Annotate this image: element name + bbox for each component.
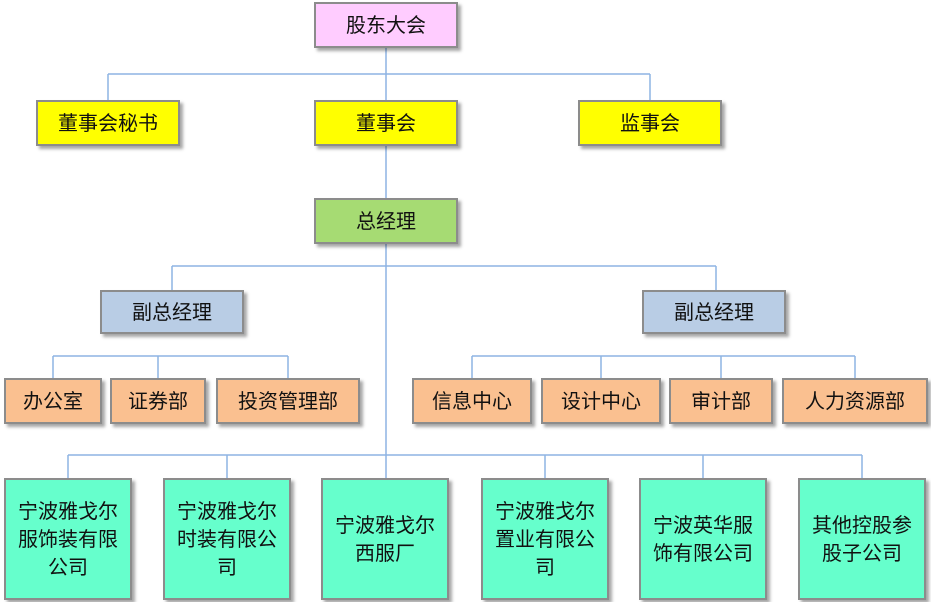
- general-manager-label: 总经理: [356, 209, 416, 233]
- dept-label: 人力资源部: [805, 389, 905, 413]
- board-secretary-box[interactable]: 董事会秘书: [36, 100, 180, 146]
- vice-general-manager-left-box[interactable]: 副总经理: [100, 290, 244, 334]
- general-manager-box[interactable]: 总经理: [314, 198, 458, 244]
- dept-information-center-box[interactable]: 信息中心: [412, 378, 532, 424]
- dept-office-box[interactable]: 办公室: [4, 378, 102, 424]
- dept-label: 设计中心: [561, 389, 641, 413]
- board-of-directors-label: 董事会: [356, 111, 416, 135]
- shareholders-meeting-label: 股东大会: [346, 13, 426, 37]
- dept-human-resources-box[interactable]: 人力资源部: [782, 378, 928, 424]
- dept-investment-management-box[interactable]: 投资管理部: [216, 378, 360, 424]
- subsidiary-company-label: 宁波英华服饰有限公司: [653, 513, 753, 565]
- subsidiary-company-box[interactable]: 宁波雅戈尔时装有限公司: [163, 478, 291, 600]
- subsidiary-company-label: 宁波雅戈尔置业有限公司: [495, 499, 595, 579]
- dept-design-center-box[interactable]: 设计中心: [541, 378, 661, 424]
- supervisory-board-box[interactable]: 监事会: [578, 100, 722, 146]
- supervisory-board-label: 监事会: [620, 111, 680, 135]
- subsidiary-company-label: 宁波雅戈尔西服厂: [335, 513, 435, 565]
- vice-general-manager-right-box[interactable]: 副总经理: [642, 290, 786, 334]
- dept-audit-box[interactable]: 审计部: [669, 378, 773, 424]
- subsidiary-company-box[interactable]: 宁波雅戈尔服饰装有限公司: [4, 478, 132, 600]
- dept-label: 投资管理部: [238, 389, 338, 413]
- dept-label: 审计部: [691, 389, 751, 413]
- dept-label: 办公室: [23, 389, 83, 413]
- dept-securities-box[interactable]: 证券部: [110, 378, 206, 424]
- subsidiary-company-box[interactable]: 其他控股参股子公司: [798, 478, 926, 600]
- subsidiary-company-box[interactable]: 宁波雅戈尔西服厂: [321, 478, 449, 600]
- dept-label: 信息中心: [432, 389, 512, 413]
- subsidiary-company-box[interactable]: 宁波英华服饰有限公司: [639, 478, 767, 600]
- vice-general-manager-left-label: 副总经理: [132, 300, 212, 324]
- vice-general-manager-right-label: 副总经理: [674, 300, 754, 324]
- subsidiary-company-label: 宁波雅戈尔服饰装有限公司: [18, 499, 118, 579]
- subsidiary-company-label: 宁波雅戈尔时装有限公司: [177, 499, 277, 579]
- subsidiary-company-label: 其他控股参股子公司: [812, 513, 912, 565]
- subsidiary-company-box[interactable]: 宁波雅戈尔置业有限公司: [481, 478, 609, 600]
- board-of-directors-box[interactable]: 董事会: [314, 100, 458, 146]
- shareholders-meeting-box[interactable]: 股东大会: [314, 2, 458, 48]
- dept-label: 证券部: [128, 389, 188, 413]
- board-secretary-label: 董事会秘书: [58, 111, 158, 135]
